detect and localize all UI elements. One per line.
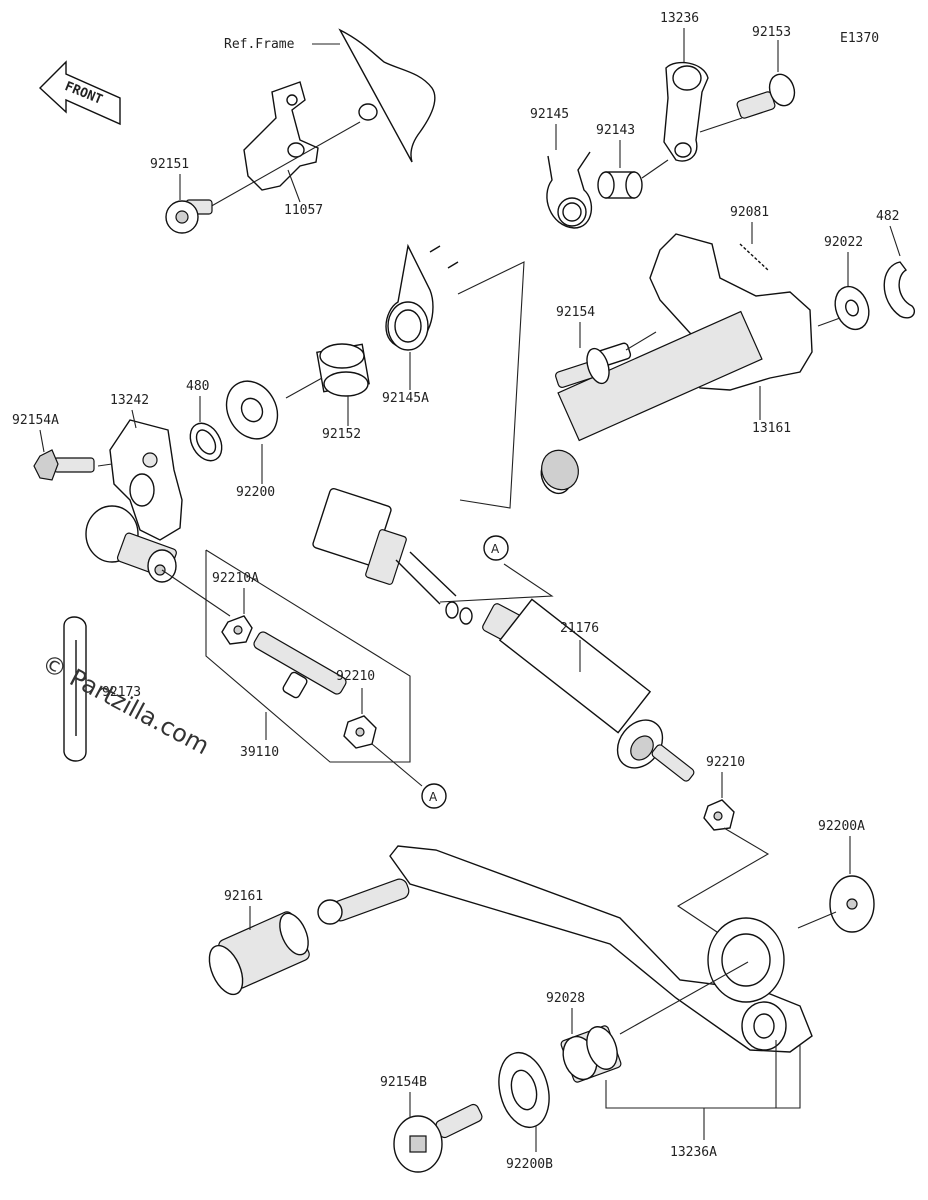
collar-92152: [316, 343, 370, 397]
spring-92145A: [385, 243, 459, 351]
bolt-92154A: [33, 449, 95, 481]
label-13161: 13161: [752, 421, 791, 436]
label-92022: 92022: [824, 235, 863, 250]
label-92151: 92151: [150, 157, 189, 172]
bracket-11057: [243, 81, 319, 191]
ref-frame-label: Ref.Frame: [224, 37, 295, 52]
ref-frame-shape: [338, 28, 436, 163]
rubber-92161: [208, 911, 310, 996]
diagram-code: E1370: [840, 31, 879, 46]
label-92200B: 92200B: [506, 1157, 553, 1172]
front-arrow-icon: FRONT: [38, 60, 121, 126]
label-11057: 11057: [284, 203, 323, 218]
washer-92200: [225, 380, 279, 440]
label-92154A: 92154A: [12, 413, 59, 428]
label-92081: 92081: [730, 205, 769, 220]
circlip-482: [883, 261, 916, 319]
nut-92210: [343, 715, 377, 749]
stud-92154: [555, 342, 632, 388]
circlip-480: [189, 422, 223, 462]
threaded-rod: [253, 631, 347, 699]
bushing-92028: [560, 1025, 622, 1083]
quickshift-sensor-21176: [312, 487, 695, 782]
label-480: 480: [186, 379, 209, 394]
label-482: 482: [876, 209, 899, 224]
callout-a-upper: A: [491, 542, 500, 556]
label-92210-upper: 92210: [336, 669, 375, 684]
label-92153: 92153: [752, 25, 791, 40]
ball-joint: [85, 505, 177, 583]
label-92028: 92028: [546, 991, 585, 1006]
lever-13236: [663, 61, 709, 162]
label-92145: 92145: [530, 107, 569, 122]
shift-pedal-13236A: [317, 845, 813, 1053]
strap-92173: [63, 616, 87, 762]
nut-92210A: [221, 615, 253, 645]
bolt-92151: [165, 199, 213, 234]
label-13236A: 13236A: [670, 1145, 717, 1160]
label-92200A: 92200A: [818, 819, 865, 834]
callout-a-lower: A: [429, 790, 438, 804]
label-92152: 92152: [322, 427, 361, 442]
label-21176: 21176: [560, 621, 599, 636]
label-92143: 92143: [596, 123, 635, 138]
shift-shaft-13161: [540, 233, 813, 495]
label-13242: 13242: [110, 393, 149, 408]
washer-92200B: [498, 1051, 550, 1129]
spring-92081: [739, 243, 769, 271]
collar-92143: [597, 171, 643, 199]
label-92145A: 92145A: [382, 391, 429, 406]
label-92154B: 92154B: [380, 1075, 427, 1090]
label-92161: 92161: [224, 889, 263, 904]
nut-92210-lower: [703, 799, 735, 831]
spring-92145: [546, 151, 593, 229]
washer-92022: [834, 285, 870, 331]
label-92154: 92154: [556, 305, 595, 320]
label-92210A: 92210A: [212, 571, 259, 586]
lever-13242: [109, 419, 183, 541]
washer-92200A: [829, 875, 875, 933]
label-92210-lower: 92210: [706, 755, 745, 770]
bolt-92153: [736, 73, 796, 119]
label-39110: 39110: [240, 745, 279, 760]
label-92173: 92173: [102, 685, 141, 700]
label-92200: 92200: [236, 485, 275, 500]
bolt-92154B: [393, 1103, 483, 1173]
label-13236: 13236: [660, 11, 699, 26]
